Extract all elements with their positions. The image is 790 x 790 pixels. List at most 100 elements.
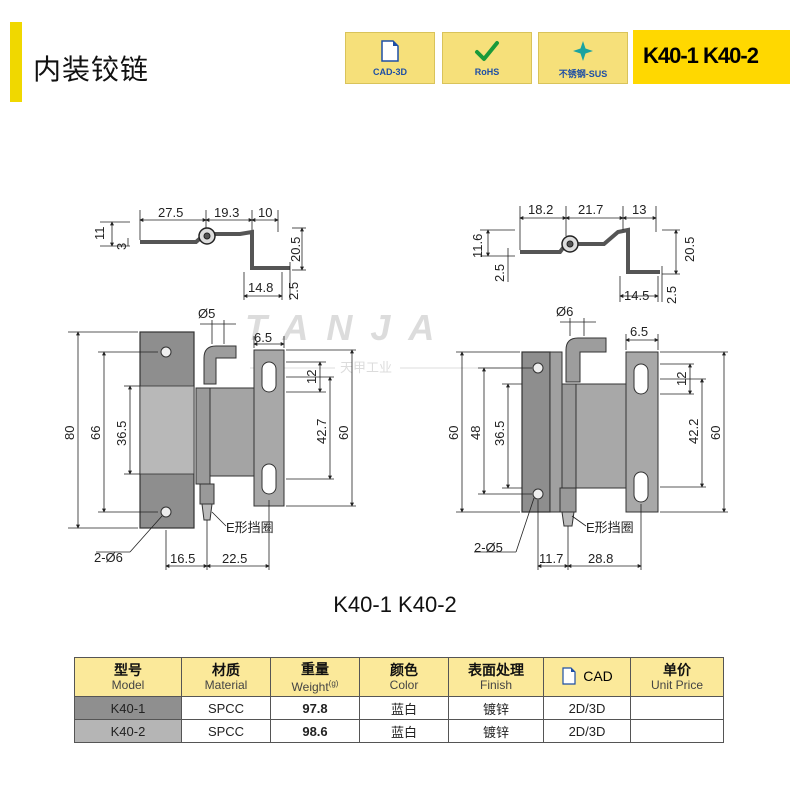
svg-text:6.5: 6.5 xyxy=(630,324,648,339)
document-icon xyxy=(381,40,399,62)
svg-text:10: 10 xyxy=(258,205,272,220)
mount-hole xyxy=(532,362,544,374)
rohs-badge: RoHS xyxy=(442,32,532,84)
svg-text:18.2: 18.2 xyxy=(528,202,553,217)
cell-price xyxy=(630,696,724,720)
left-top-dimensions: 27.5 19.3 10 11 3 20.5 14.8 2.5 xyxy=(92,205,303,300)
svg-text:20.5: 20.5 xyxy=(288,237,303,262)
svg-text:3: 3 xyxy=(114,243,129,250)
cell-color: 蓝白 xyxy=(359,719,449,743)
svg-text:6.5: 6.5 xyxy=(254,330,272,345)
sus-label: 不锈钢-SUS xyxy=(558,69,608,79)
svg-text:2-Ø5: 2-Ø5 xyxy=(474,540,503,555)
watermark-sub: 天甲工业 xyxy=(340,360,392,375)
table-row: K40-2 SPCC 98.6 蓝白 镀锌 2D/3D xyxy=(74,719,724,743)
svg-text:Ø6: Ø6 xyxy=(556,304,573,319)
slot-hole xyxy=(261,361,277,393)
mount-hole xyxy=(160,346,172,358)
svg-text:60: 60 xyxy=(708,426,723,440)
watermark-brand: TANJA xyxy=(245,307,452,348)
document-icon xyxy=(562,666,576,685)
model-code-box: K40-1 K40-2 xyxy=(633,30,790,84)
svg-text:2-Ø6: 2-Ø6 xyxy=(94,550,123,565)
left-front-dimensions: Ø5 6.5 80 66 36.5 12 42.7 60 2-Ø6 16.5 2… xyxy=(62,306,351,566)
rohs-label: RoHS xyxy=(474,67,500,77)
svg-text:11.7: 11.7 xyxy=(539,551,563,566)
cad-3d-badge: CAD-3D xyxy=(345,32,435,84)
header-accent-bar xyxy=(10,22,22,102)
sparkle-icon xyxy=(573,41,593,61)
svg-text:66: 66 xyxy=(88,426,103,440)
cell-price xyxy=(630,719,724,743)
technical-drawing: TANJA 天甲工业 27.5 19.3 10 11 3 20.5 14. xyxy=(62,202,728,570)
cad-3d-label: CAD-3D xyxy=(372,67,407,77)
cell-weight: 97.8 xyxy=(270,696,360,720)
cell-model: K40-1 xyxy=(74,696,182,720)
svg-text:21.7: 21.7 xyxy=(578,202,603,217)
svg-text:36.5: 36.5 xyxy=(114,421,129,446)
svg-text:11.6: 11.6 xyxy=(470,234,485,258)
svg-text:14.5: 14.5 xyxy=(624,288,649,303)
svg-text:11: 11 xyxy=(92,227,107,241)
svg-text:42.2: 42.2 xyxy=(686,419,701,444)
svg-text:2.5: 2.5 xyxy=(492,264,507,282)
drawing-caption: K40-1 K40-2 xyxy=(333,592,457,617)
page-header: 内装铰链 CAD-3D RoHS 不锈钢-SUS K40-1 K40-2 xyxy=(0,22,790,102)
svg-text:2.5: 2.5 xyxy=(286,282,301,300)
left-hinge-front xyxy=(139,331,285,529)
model-code: K40-1 K40-2 xyxy=(643,43,759,68)
cell-finish: 镀锌 xyxy=(448,719,544,743)
svg-text:12: 12 xyxy=(304,370,319,384)
cell-cad: 2D/3D xyxy=(543,696,631,720)
svg-text:16.5: 16.5 xyxy=(170,551,195,566)
cell-material: SPCC xyxy=(181,719,271,743)
svg-text:19.3: 19.3 xyxy=(214,205,239,220)
svg-text:27.5: 27.5 xyxy=(158,205,183,220)
header-cad: CAD xyxy=(543,657,631,697)
right-front-dimensions: Ø6 6.5 60 48 36.5 12 42.2 60 2-Ø5 11.7 2… xyxy=(446,304,723,566)
svg-text:60: 60 xyxy=(336,426,351,440)
cell-material: SPCC xyxy=(181,696,271,720)
mount-hole xyxy=(532,488,544,500)
table-row: K40-1 SPCC 97.8 蓝白 镀锌 2D/3D xyxy=(74,696,724,720)
svg-text:20.5: 20.5 xyxy=(682,237,697,262)
left-front-dimension-lines xyxy=(68,320,356,570)
slot-hole xyxy=(261,463,277,495)
page-title: 内装铰链 xyxy=(33,54,150,85)
svg-text:13: 13 xyxy=(632,202,646,217)
cell-model: K40-2 xyxy=(74,719,182,743)
slot-hole xyxy=(633,363,649,395)
left-leaf-plate xyxy=(521,351,551,513)
svg-text:28.8: 28.8 xyxy=(588,551,613,566)
left-top-view xyxy=(100,210,306,300)
svg-text:48: 48 xyxy=(468,426,483,440)
svg-text:Ø5: Ø5 xyxy=(198,306,215,321)
cell-weight: 98.6 xyxy=(270,719,360,743)
svg-text:36.5: 36.5 xyxy=(492,421,507,446)
svg-text:14.8: 14.8 xyxy=(248,280,273,295)
right-hinge-front xyxy=(521,337,659,527)
sus-badge: 不锈钢-SUS xyxy=(538,32,628,84)
svg-text:22.5: 22.5 xyxy=(222,551,247,566)
mount-hole xyxy=(160,506,172,518)
watermark: TANJA 天甲工业 xyxy=(245,307,500,375)
right-front-dimension-lines xyxy=(456,318,728,570)
svg-text:12: 12 xyxy=(674,372,689,386)
right-top-dimensions: 18.2 21.7 13 11.6 2.5 20.5 14.5 2.5 xyxy=(470,202,697,304)
slot-hole xyxy=(633,471,649,503)
cell-finish: 镀锌 xyxy=(448,696,544,720)
svg-text:42.7: 42.7 xyxy=(314,419,329,444)
cell-cad: 2D/3D xyxy=(543,719,631,743)
cell-color: 蓝白 xyxy=(359,696,449,720)
svg-text:E形挡圈: E形挡圈 xyxy=(586,520,634,535)
checkmark-icon xyxy=(475,41,499,61)
right-top-view xyxy=(480,206,680,302)
